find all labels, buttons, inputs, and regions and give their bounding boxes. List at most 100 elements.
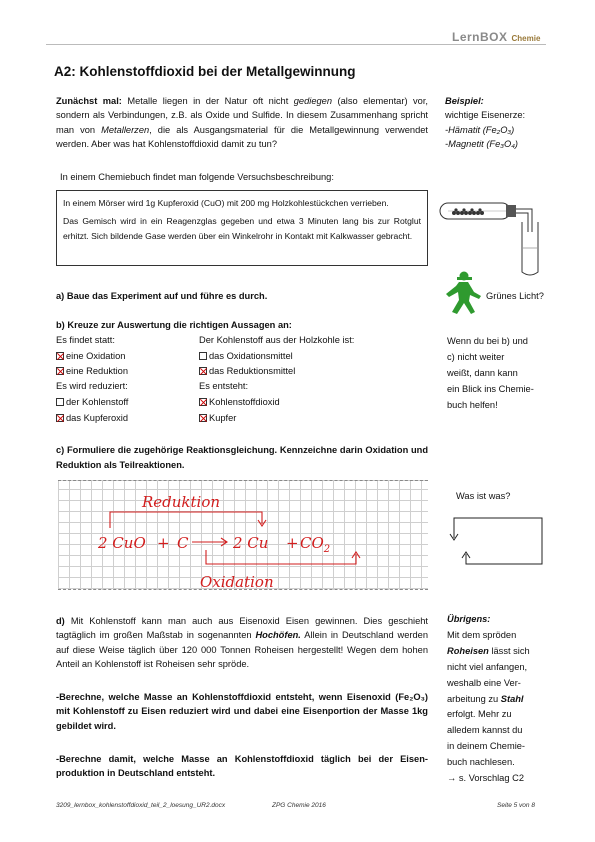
uebrigens-heading: Übrigens: [447,614,491,624]
uebrigens-line: in deinem Chemie- [447,741,526,752]
description-p2: Das Gemisch wird in ein Reagenzglas gege… [63,216,421,241]
reduktion-arrow-icon [257,519,267,527]
equation-cuo: 2 CuO [98,534,146,552]
checkbox-icon[interactable] [199,352,207,360]
col1-option-2-label: eine Reduktion [66,366,129,376]
task-d-hochoefen: Hochöfen. [255,630,301,641]
beispiel-line1: wichtige Eisenerze: [445,110,526,121]
col1-option-3-label: der Kohlenstoff [66,397,129,407]
col2-option-1[interactable]: das Oxidationsmittel [199,351,293,361]
answer-grid [58,480,428,590]
reduktion-bracket [109,511,263,528]
was-ist-was-diagram [449,517,543,565]
intro-text-1: Metalle liegen in der Natur oft nicht [121,96,294,106]
arrow-up-icon [461,551,471,559]
gruenes-licht-label: Grünes Licht? [486,291,544,301]
equation-plus-1: + [157,534,170,552]
description-p1: In einem Mörser wird 1g Kupferoxid (CuO)… [63,198,389,208]
hint-b-line: c) nicht weiter [447,352,505,362]
uebrigens-line-text: arbeitung zu [447,693,501,704]
task-d: d) Mit Kohlenstoff kann man auch aus Eis… [56,614,428,672]
uebrigens-line: nicht viel anfangen, [447,661,528,672]
intro-text-2: (also elementar) vor, sondern als Verbin… [56,96,428,135]
calc-2: -Berechne damit, welche Masse an Kohlens… [56,754,428,779]
col1-option-4-label: das Kupferoxid [66,413,129,423]
intro-lead: Zunächst mal: [56,96,122,106]
uebrigens-line: erfolgt. Mehr zu [447,709,512,720]
footer-center: ZPG Chemie 2016 [272,802,326,809]
equation-markup [109,511,361,565]
checkbox-checked-icon[interactable] [56,352,64,360]
equation-c: C [177,534,189,552]
uebrigens-note: Übrigens: Mit dem spröden Roheisen lässt… [447,612,555,787]
hint-b-line: ein Blick ins Chemie- [447,384,534,394]
col2-heading-1: Der Kohlenstoff aus der Holzkohle ist: [199,335,355,345]
chemiebuch-line: In einem Chemiebuch findet man folgende … [60,172,334,182]
uebrigens-line-text: lässt sich [488,645,530,656]
uebrigens-line: buch nachlesen. [447,757,515,768]
test-tube-icon [439,202,516,220]
checkbox-checked-icon[interactable] [56,367,64,375]
checkbox-checked-icon[interactable] [199,414,207,422]
oxidation-bracket [205,550,357,565]
equation-plus-2: + [286,534,299,552]
oxidation-label: Oxidation [200,573,274,591]
task-d-text-2: Allein in Deutschland werden auf diese W… [56,630,428,670]
reduktion-label: Reduktion [142,493,221,511]
hint-b-line: Wenn du bei b) und [447,336,528,346]
beispiel-note: Beispiel: wichtige Eisenerze: -Hämatit (… [445,94,555,152]
equation-cu: 2 Cu [233,534,269,552]
col2-option-4[interactable]: Kupfer [199,413,236,423]
uebrigens-line: Roheisen lässt sich [447,644,555,660]
angle-tube-icon [516,208,533,232]
col2-option-3-label: Kohlenstoffdioxid [209,397,280,407]
bracket-line [453,517,543,565]
uebrigens-line: → s. Vorschlag C2 [447,773,524,784]
col2-option-3[interactable]: Kohlenstoffdioxid [199,397,280,407]
footer-filename: 3209_lernbox_kohlenstoffdioxid_teil_2_lo… [56,802,226,809]
checkbox-checked-icon[interactable] [199,367,207,375]
beispiel-hematit: -Hämatit (Fe₂O₃) [445,124,515,135]
col1-heading-1: Es findet statt: [56,335,115,345]
page-title: A2: Kohlenstoffdioxid bei der Metallgewi… [54,64,356,79]
intro-text-3: , die als Ausgangsmaterial für die Metal… [56,124,428,150]
col1-option-3[interactable]: der Kohlenstoff [56,397,128,407]
checkbox-checked-icon[interactable] [199,398,207,406]
hint-b-line: weißt, dann kann [447,368,518,378]
col1-option-1[interactable]: eine Oxidation [56,351,125,361]
col2-option-2[interactable]: das Reduktionsmittel [199,366,295,376]
col2-option-4-label: Kupfer [209,413,237,423]
hint-b: Wenn du bei b) und c) nicht weiter weißt… [447,333,552,413]
beispiel-heading: Beispiel: [445,96,484,106]
checkbox-icon[interactable] [56,398,64,406]
reaction-arrow-icon [220,537,228,547]
col1-option-4[interactable]: das Kupferoxid [56,413,128,423]
col2-heading-2: Es entsteht: [199,381,249,391]
equation-co-subscript: 2 [323,544,331,555]
equation-co: CO2 [300,534,330,555]
was-ist-was-label: Was ist was? [456,491,511,501]
apparatus-drawing [439,202,539,276]
calc-1: -Berechne, welche Masse an Kohlenstoffdi… [56,692,428,731]
col2-option-1-label: das Oxidationsmittel [209,351,293,361]
task-c: c) Formuliere die zugehörige Reaktionsgl… [56,445,428,470]
col2-option-2-label: das Reduktionsmittel [209,366,296,376]
checkbox-checked-icon[interactable] [56,414,64,422]
task-b: b) Kreuze zur Auswertung die richtigen A… [56,320,292,330]
green-man-icon [446,271,481,314]
footer-page: Seite 5 von 8 [497,802,535,809]
col1-heading-2: Es wird reduziert: [56,381,128,391]
arrow-down-icon [449,533,459,541]
task-d-text-1: Mit Kohlenstoff kann man auch aus Eiseno… [56,616,428,641]
col1-option-2[interactable]: eine Reduktion [56,366,128,376]
intro-gediegen: gediegen [293,96,333,106]
oxidation-arrow-icon [351,551,361,559]
uebrigens-stahl: Stahl [500,693,524,704]
beispiel-magnetit: -Magnetit (Fe₃O₄) [445,139,519,150]
logo-sub: Chemie [511,34,541,43]
uebrigens-line: weshalb eine Ver- [447,677,521,688]
task-d-lead: d) [56,616,65,626]
logo-main: LernBOX [452,30,508,44]
uebrigens-line: Mit dem spröden [447,629,517,640]
